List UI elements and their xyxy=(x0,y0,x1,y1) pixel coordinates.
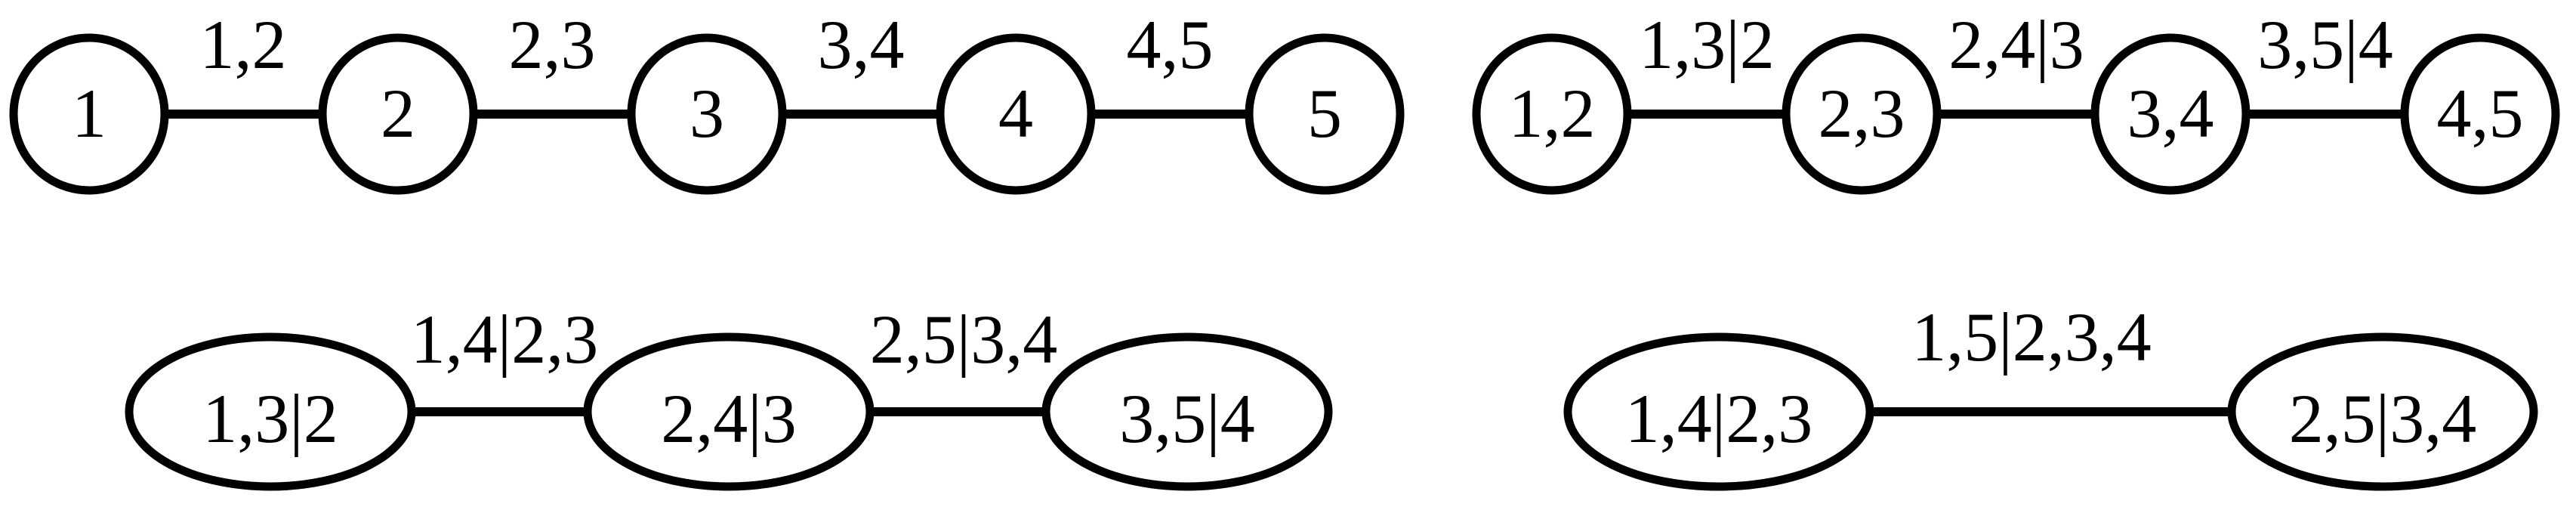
graph-bottom-right-derived-level-4: 1,4|2,3 2,5|3,4 1,5|2,3,4 xyxy=(1563,298,2538,491)
node-label-4,5: 4,5 xyxy=(2437,75,2524,152)
edge-label-4,5: 4,5 xyxy=(1127,6,1214,83)
ellipse-node-2,5|3,4 xyxy=(2227,332,2538,491)
edge-label-1,3|2: 1,3|2 xyxy=(1639,6,1774,83)
edge-label-1,4|2,3: 1,4|2,3 xyxy=(411,301,598,378)
node-label-5: 5 xyxy=(1307,75,1342,152)
edge-label-3,4: 3,4 xyxy=(818,6,905,83)
graph-bottom-left-derived-level-3: 1,3|2 2,4|3 3,5|4 1,4|2,3 2,5|3,4 xyxy=(125,301,1333,491)
circle-node-3,4 xyxy=(2090,33,2251,195)
circle-node-3 xyxy=(627,33,787,195)
node-label-2,3: 2,3 xyxy=(1819,75,1905,152)
node-label-3,4: 3,4 xyxy=(2127,75,2214,152)
node-label-2,4|3: 2,4|3 xyxy=(661,380,796,457)
edge-label-2,3: 2,3 xyxy=(509,6,596,83)
circle-node-4 xyxy=(936,33,1096,195)
edge-label-3,5|4: 3,5|4 xyxy=(2257,6,2392,83)
ellipse-node-1,4|2,3 xyxy=(1563,332,1874,491)
edge-label-2,4|3: 2,4|3 xyxy=(1948,6,2084,83)
edge-label-2,5|3,4: 2,5|3,4 xyxy=(870,301,1057,378)
circle-node-1 xyxy=(9,33,169,195)
circle-node-2 xyxy=(318,33,478,195)
graph-top-right-derived-level-2: 1,2 2,3 3,4 4,5 1,3|2 2,4|3 3,5|4 xyxy=(1472,6,2560,195)
node-label-3: 3 xyxy=(690,75,724,152)
circle-node-1,2 xyxy=(1472,33,1632,195)
circle-node-5 xyxy=(1245,33,1405,195)
edge-label-1,5|2,3,4: 1,5|2,3,4 xyxy=(1911,298,2151,376)
node-label-1,2: 1,2 xyxy=(1509,75,1596,152)
ellipse-node-2,4|3 xyxy=(583,332,875,491)
circle-node-2,3 xyxy=(1782,33,1942,195)
ellipse-node-1,3|2 xyxy=(125,332,416,491)
node-label-2,5|3,4: 2,5|3,4 xyxy=(2289,380,2476,457)
circle-node-4,5 xyxy=(2400,33,2560,195)
graph-top-left-path-1-to-5: 1 2 3 4 5 1,2 2,3 3,4 4,5 xyxy=(9,6,1405,195)
edge-label-1,2: 1,2 xyxy=(200,6,287,83)
node-label-3,5|4: 3,5|4 xyxy=(1119,380,1254,457)
node-label-1: 1 xyxy=(72,75,106,152)
node-label-4: 4 xyxy=(998,75,1033,152)
node-label-1,3|2: 1,3|2 xyxy=(202,380,338,457)
node-label-1,4|2,3: 1,4|2,3 xyxy=(1625,380,1812,457)
node-label-2: 2 xyxy=(381,75,415,152)
ellipse-node-3,5|4 xyxy=(1041,332,1333,491)
